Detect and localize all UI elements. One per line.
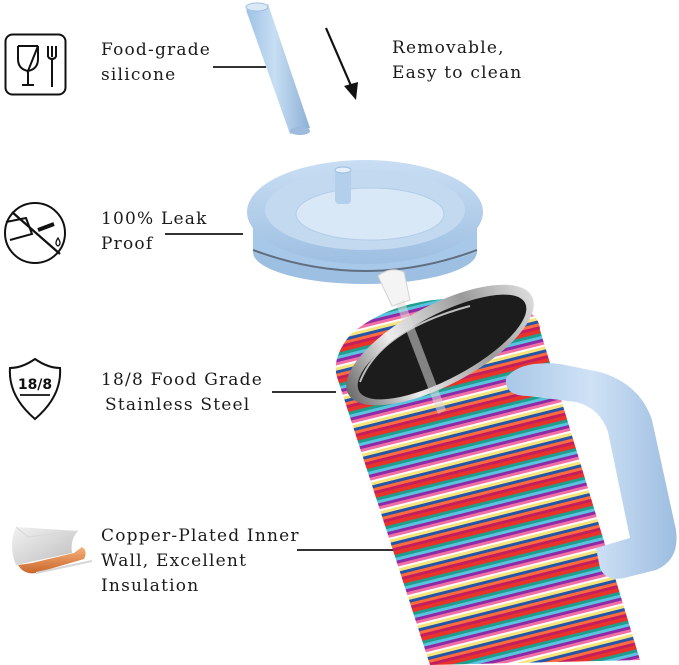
copper-wall-icon: [6, 515, 92, 585]
feature-label-stainless: 18/8 Food Grade Stainless Steel: [101, 370, 263, 415]
callout-removable: Removable, Easy to clean: [392, 38, 523, 83]
leader-line-food-grade: [213, 66, 266, 68]
shield-18-8-icon: 18/8: [6, 356, 64, 422]
no-leak-icon: [2, 200, 68, 266]
feature-label-food-grade: Food-grade silicone: [101, 40, 212, 85]
feature-label-copper: Copper-Plated Inner Wall, Excellent Insu…: [101, 526, 300, 596]
leader-line-copper: [297, 549, 405, 551]
leader-line-stainless: [272, 391, 336, 393]
straw-icon: [245, 2, 310, 135]
food-grade-icon: [4, 33, 67, 96]
lid-icon: [247, 160, 483, 284]
handle-icon: [505, 363, 677, 579]
leader-line-leak-proof: [165, 233, 243, 235]
feature-label-leak-proof: 100% Leak Proof: [101, 209, 208, 254]
down-arrow-icon: [322, 26, 362, 102]
svg-text:18/8: 18/8: [18, 377, 52, 393]
